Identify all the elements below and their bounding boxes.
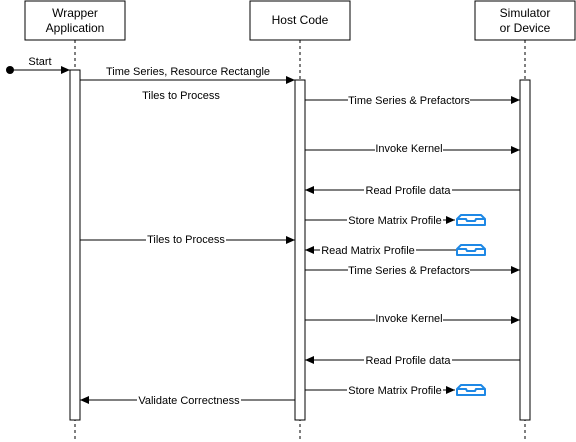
msg-ts-prefactors-2-label: Time Series & Prefactors: [348, 265, 470, 277]
storage-tray-icon: [456, 244, 486, 256]
msg-ts-prefactors-1-label: Time Series & Prefactors: [348, 95, 470, 107]
msg-ts-resource-label: Time Series, Resource Rectangle: [106, 66, 270, 78]
msg-invoke-2-label: Invoke Kernel: [375, 313, 442, 325]
host-activation: [294, 79, 306, 421]
participant-host-label: Host Code: [272, 13, 329, 27]
msg-read-matrix-label: Read Matrix Profile: [321, 245, 415, 257]
sim-activation: [519, 79, 531, 421]
participant-sim-line2: or Device: [500, 21, 551, 35]
participant-wrapper: Wrapper Application: [24, 0, 126, 41]
storage-tray-icon: [456, 384, 486, 396]
msg-store-matrix-2-label: Store Matrix Profile: [348, 385, 442, 397]
tiles-note-label: Tiles to Process: [142, 90, 220, 102]
participant-sim: Simulator or Device: [474, 0, 576, 41]
msg-read-profile-1-label: Read Profile data: [366, 185, 452, 197]
start-label: Start: [28, 56, 51, 68]
msg-validate-label: Validate Correctness: [138, 395, 240, 407]
msg-invoke-1-label: Invoke Kernel: [375, 143, 442, 155]
msg-tiles-to-process-label: Tiles to Process: [147, 234, 225, 246]
msg-store-matrix-1-label: Store Matrix Profile: [348, 215, 442, 227]
participant-wrapper-line1: Wrapper: [52, 6, 98, 20]
participant-host: Host Code: [249, 0, 351, 41]
storage-tray-icon: [456, 214, 486, 226]
wrapper-activation: [69, 69, 81, 421]
msg-read-profile-2-label: Read Profile data: [366, 355, 452, 367]
participant-wrapper-line2: Application: [46, 21, 105, 35]
participant-sim-line1: Simulator: [500, 6, 551, 20]
